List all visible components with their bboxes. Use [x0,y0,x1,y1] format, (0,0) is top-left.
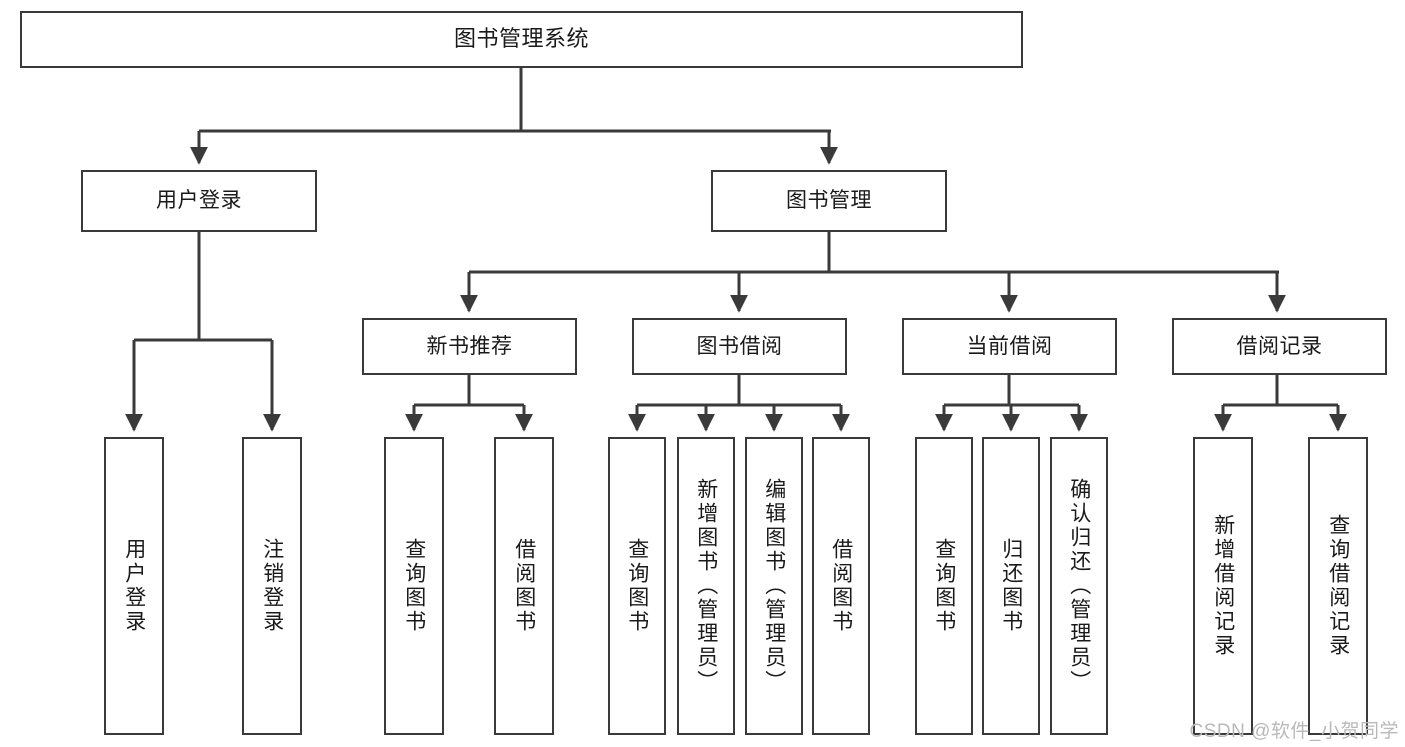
leaf-query-book-current[interactable]: 查询图书 [915,437,973,735]
leaf-query-book-borrow[interactable]: 查询图书 [608,437,666,735]
csdn-watermark: CSDN @软件_小贺同学 [1189,721,1399,742]
node-new-book-recommend[interactable]: 新书推荐 [362,318,577,375]
leaf-return-book[interactable]: 归还图书 [982,437,1040,735]
node-book-manage[interactable]: 图书管理 [711,170,947,232]
leaf-query-book-recommend[interactable]: 查询图书 [384,437,444,735]
node-current-borrow[interactable]: 当前借阅 [902,318,1117,375]
leaf-confirm-return[interactable]: 确认归还（管理员） [1050,437,1108,735]
leaf-borrow-book[interactable]: 借阅图书 [812,437,870,735]
node-book-borrow[interactable]: 图书借阅 [632,318,847,375]
leaf-query-borrow-record[interactable]: 查询借阅记录 [1308,437,1368,735]
node-root-system[interactable]: 图书管理系统 [20,11,1023,68]
node-borrow-record[interactable]: 借阅记录 [1172,318,1387,375]
leaf-add-book[interactable]: 新增图书（管理员） [677,437,735,735]
leaf-add-borrow-record[interactable]: 新增借阅记录 [1193,437,1253,735]
node-user-login[interactable]: 用户登录 [81,170,317,232]
leaf-edit-book[interactable]: 编辑图书（管理员） [745,437,803,735]
leaf-user-logout[interactable]: 注销登录 [242,437,302,735]
leaf-borrow-book-recommend[interactable]: 借阅图书 [494,437,554,735]
leaf-user-login[interactable]: 用户登录 [104,437,164,735]
